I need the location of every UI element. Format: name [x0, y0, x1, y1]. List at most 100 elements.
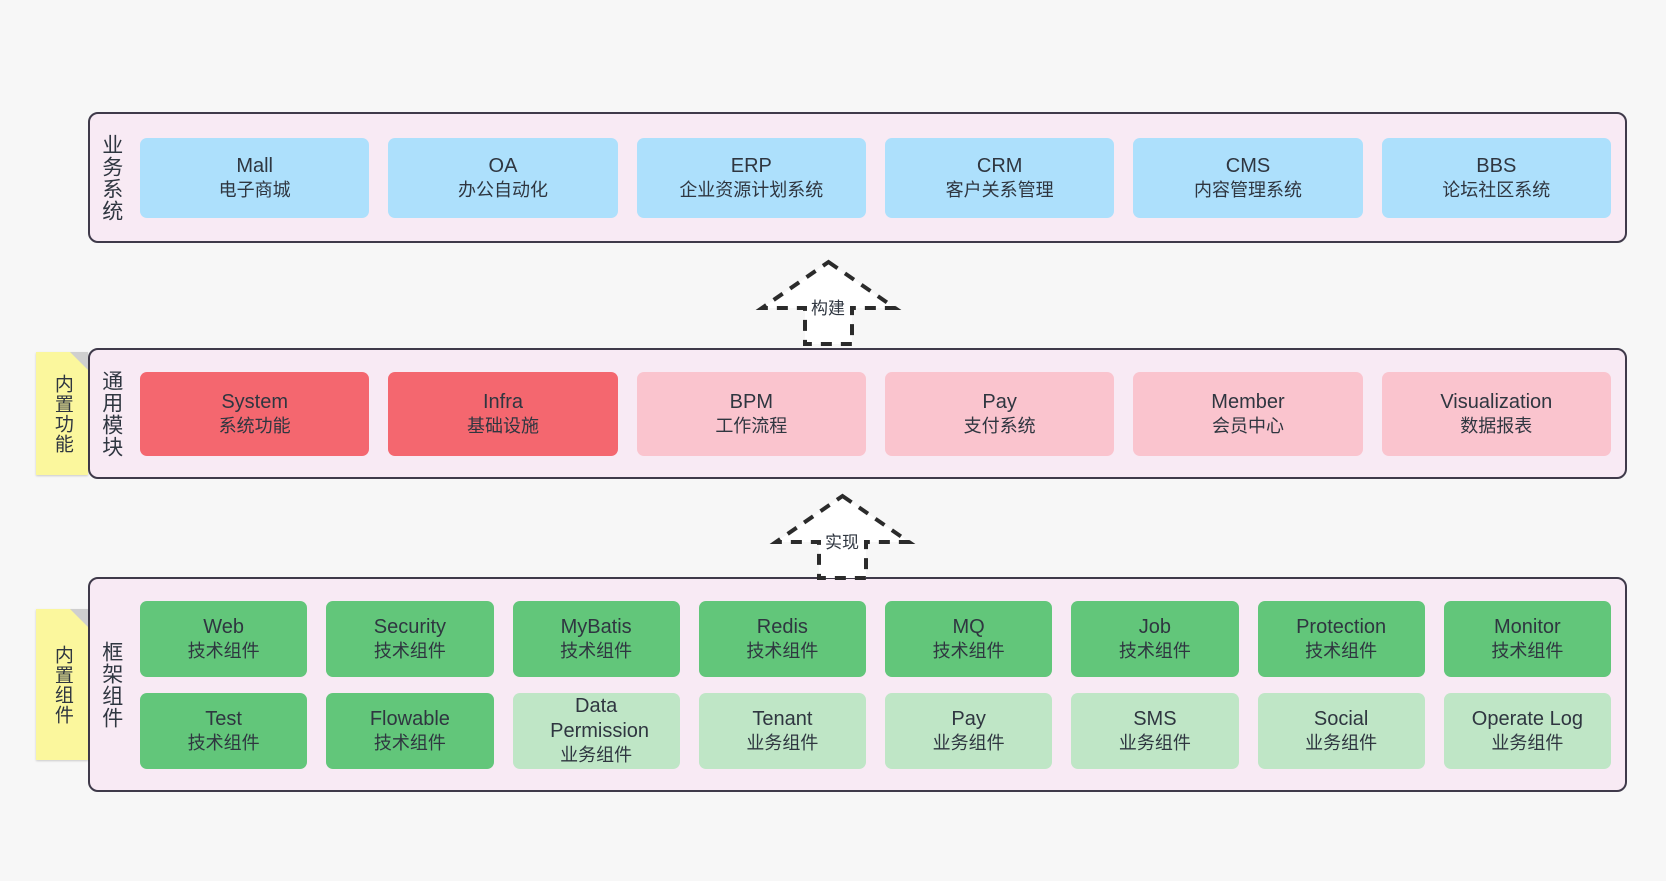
module-card-redis[interactable]: Redis 技术组件	[698, 600, 866, 677]
module-card-flowable[interactable]: Flowable 技术组件	[326, 692, 494, 769]
sticky-note-builtin-component: 内置组件	[36, 609, 88, 760]
module-name: Monitor	[1494, 615, 1561, 638]
module-card-cms[interactable]: CMS 内容管理系统	[1133, 137, 1363, 218]
module-name: Security	[373, 615, 446, 638]
module-desc: 内容管理系统	[1193, 179, 1302, 200]
module-card-erp[interactable]: ERP 企业资源计划系统	[636, 137, 866, 218]
module-card-job[interactable]: Job 技术组件	[1071, 600, 1239, 677]
module-desc: 系统功能	[218, 415, 291, 436]
module-name: Pay	[951, 707, 986, 730]
connector-implement-shape	[769, 493, 916, 580]
module-desc: 技术组件	[373, 640, 446, 661]
module-desc: 业务组件	[932, 732, 1005, 753]
connector-implement-label: 实现	[825, 533, 859, 552]
module-desc: 业务组件	[1118, 732, 1191, 753]
module-desc: 基础设施	[466, 415, 539, 436]
module-card-operate-log[interactable]: Operate Log 业务组件	[1443, 692, 1611, 769]
module-desc: 业务组件	[1491, 732, 1564, 753]
connector-implement: 实现	[769, 492, 916, 582]
module-desc: 技术组件	[373, 732, 446, 753]
framework-row-technical: Web 技术组件 Security 技术组件 MyBatis 技术组件 Redi…	[140, 600, 1611, 677]
module-card-protection[interactable]: Protection 技术组件	[1257, 600, 1425, 677]
business-row: Mall 电子商城 OA 办公自动化 ERP 企业资源计划系统 CRM 客户关系…	[140, 137, 1611, 218]
module-desc: 办公自动化	[457, 179, 548, 200]
layer-body-business: Mall 电子商城 OA 办公自动化 ERP 企业资源计划系统 CRM 客户关系…	[132, 114, 1625, 241]
module-name: CRM	[976, 154, 1023, 177]
module-card-bbs[interactable]: BBS 论坛社区系统	[1381, 137, 1611, 218]
module-name: Data Permission	[550, 694, 650, 743]
module-card-tenant[interactable]: Tenant 业务组件	[698, 692, 866, 769]
module-name: BBS	[1476, 154, 1517, 177]
module-name: Visualization	[1440, 390, 1553, 413]
layer-title-business: 业务系统	[99, 133, 123, 222]
module-card-bpm[interactable]: BPM 工作流程	[636, 371, 866, 456]
layer-body-common: System 系统功能 Infra 基础设施 BPM 工作流程 Pay 支付系统…	[132, 350, 1625, 477]
module-desc: 业务组件	[746, 732, 819, 753]
module-card-web[interactable]: Web 技术组件	[140, 600, 308, 677]
module-desc: 客户关系管理	[945, 179, 1054, 200]
module-name: Mall	[236, 154, 273, 177]
module-name: Operate Log	[1471, 707, 1583, 730]
module-card-mq[interactable]: MQ 技术组件	[885, 600, 1053, 677]
module-desc: 业务组件	[1305, 732, 1378, 753]
module-card-social[interactable]: Social 业务组件	[1257, 692, 1425, 769]
layer-business-system: 业务系统 Mall 电子商城 OA 办公自动化 ERP 企业资源计划系统 CRM…	[88, 112, 1627, 243]
module-card-oa[interactable]: OA 办公自动化	[388, 137, 618, 218]
module-name: OA	[488, 154, 518, 177]
layer-title-framework: 框架组件	[99, 640, 123, 729]
layer-common-module: 通用模块 System 系统功能 Infra 基础设施 BPM 工作流程 Pay…	[88, 348, 1627, 479]
module-name: Flowable	[369, 707, 450, 730]
module-card-pay-business[interactable]: Pay 业务组件	[885, 692, 1053, 769]
module-name: Tenant	[752, 707, 813, 730]
module-card-sms[interactable]: SMS 业务组件	[1071, 692, 1239, 769]
module-card-system[interactable]: System 系统功能	[140, 371, 370, 456]
sticky-note-builtin-function: 内置功能	[36, 352, 88, 475]
module-desc: 业务组件	[560, 745, 633, 766]
module-desc: 会员中心	[1211, 415, 1284, 436]
module-name: SMS	[1133, 707, 1177, 730]
module-name: BPM	[729, 390, 773, 413]
module-card-infra[interactable]: Infra 基础设施	[388, 371, 618, 456]
module-desc: 技术组件	[1491, 640, 1564, 661]
module-card-monitor[interactable]: Monitor 技术组件	[1443, 600, 1611, 677]
connector-build: 构建	[755, 258, 902, 348]
module-card-mall[interactable]: Mall 电子商城	[140, 137, 370, 218]
module-desc: 工作流程	[715, 415, 788, 436]
module-desc: 技术组件	[746, 640, 819, 661]
module-name: Protection	[1296, 615, 1387, 638]
module-card-security[interactable]: Security 技术组件	[326, 600, 494, 677]
layer-body-framework: Web 技术组件 Security 技术组件 MyBatis 技术组件 Redi…	[132, 579, 1625, 790]
module-name: Redis	[756, 615, 808, 638]
module-card-data-permission[interactable]: Data Permission 业务组件	[512, 692, 680, 769]
module-card-pay[interactable]: Pay 支付系统	[884, 371, 1115, 456]
module-desc: 技术组件	[187, 640, 260, 661]
module-desc: 数据报表	[1460, 415, 1533, 436]
module-desc: 支付系统	[963, 415, 1036, 436]
module-card-visualization[interactable]: Visualization 数据报表	[1381, 371, 1611, 456]
module-desc: 电子商城	[218, 179, 291, 200]
connector-build-shape	[755, 259, 902, 346]
module-name: Pay	[982, 390, 1017, 413]
module-desc: 论坛社区系统	[1442, 179, 1551, 200]
module-name: Web	[203, 615, 244, 638]
module-name: System	[221, 390, 288, 413]
module-desc: 企业资源计划系统	[679, 179, 824, 200]
module-name: Member	[1211, 390, 1285, 413]
module-name: ERP	[730, 154, 772, 177]
layer-framework-component: 框架组件 Web 技术组件 Security 技术组件 MyBatis 技术组件…	[88, 577, 1627, 792]
module-card-crm[interactable]: CRM 客户关系管理	[884, 137, 1115, 218]
module-card-mybatis[interactable]: MyBatis 技术组件	[512, 600, 680, 677]
framework-row-business: Test 技术组件 Flowable 技术组件 Data Permission …	[140, 692, 1611, 769]
connector-build-label: 构建	[811, 299, 845, 318]
module-desc: 技术组件	[1118, 640, 1191, 661]
module-card-test[interactable]: Test 技术组件	[140, 692, 308, 769]
module-name: MQ	[952, 615, 985, 638]
module-name: Job	[1138, 615, 1171, 638]
module-desc: 技术组件	[932, 640, 1005, 661]
module-name: CMS	[1225, 154, 1271, 177]
module-name: Infra	[482, 390, 523, 413]
module-card-member[interactable]: Member 会员中心	[1133, 371, 1363, 456]
module-desc: 技术组件	[560, 640, 633, 661]
module-name: Test	[205, 707, 242, 730]
